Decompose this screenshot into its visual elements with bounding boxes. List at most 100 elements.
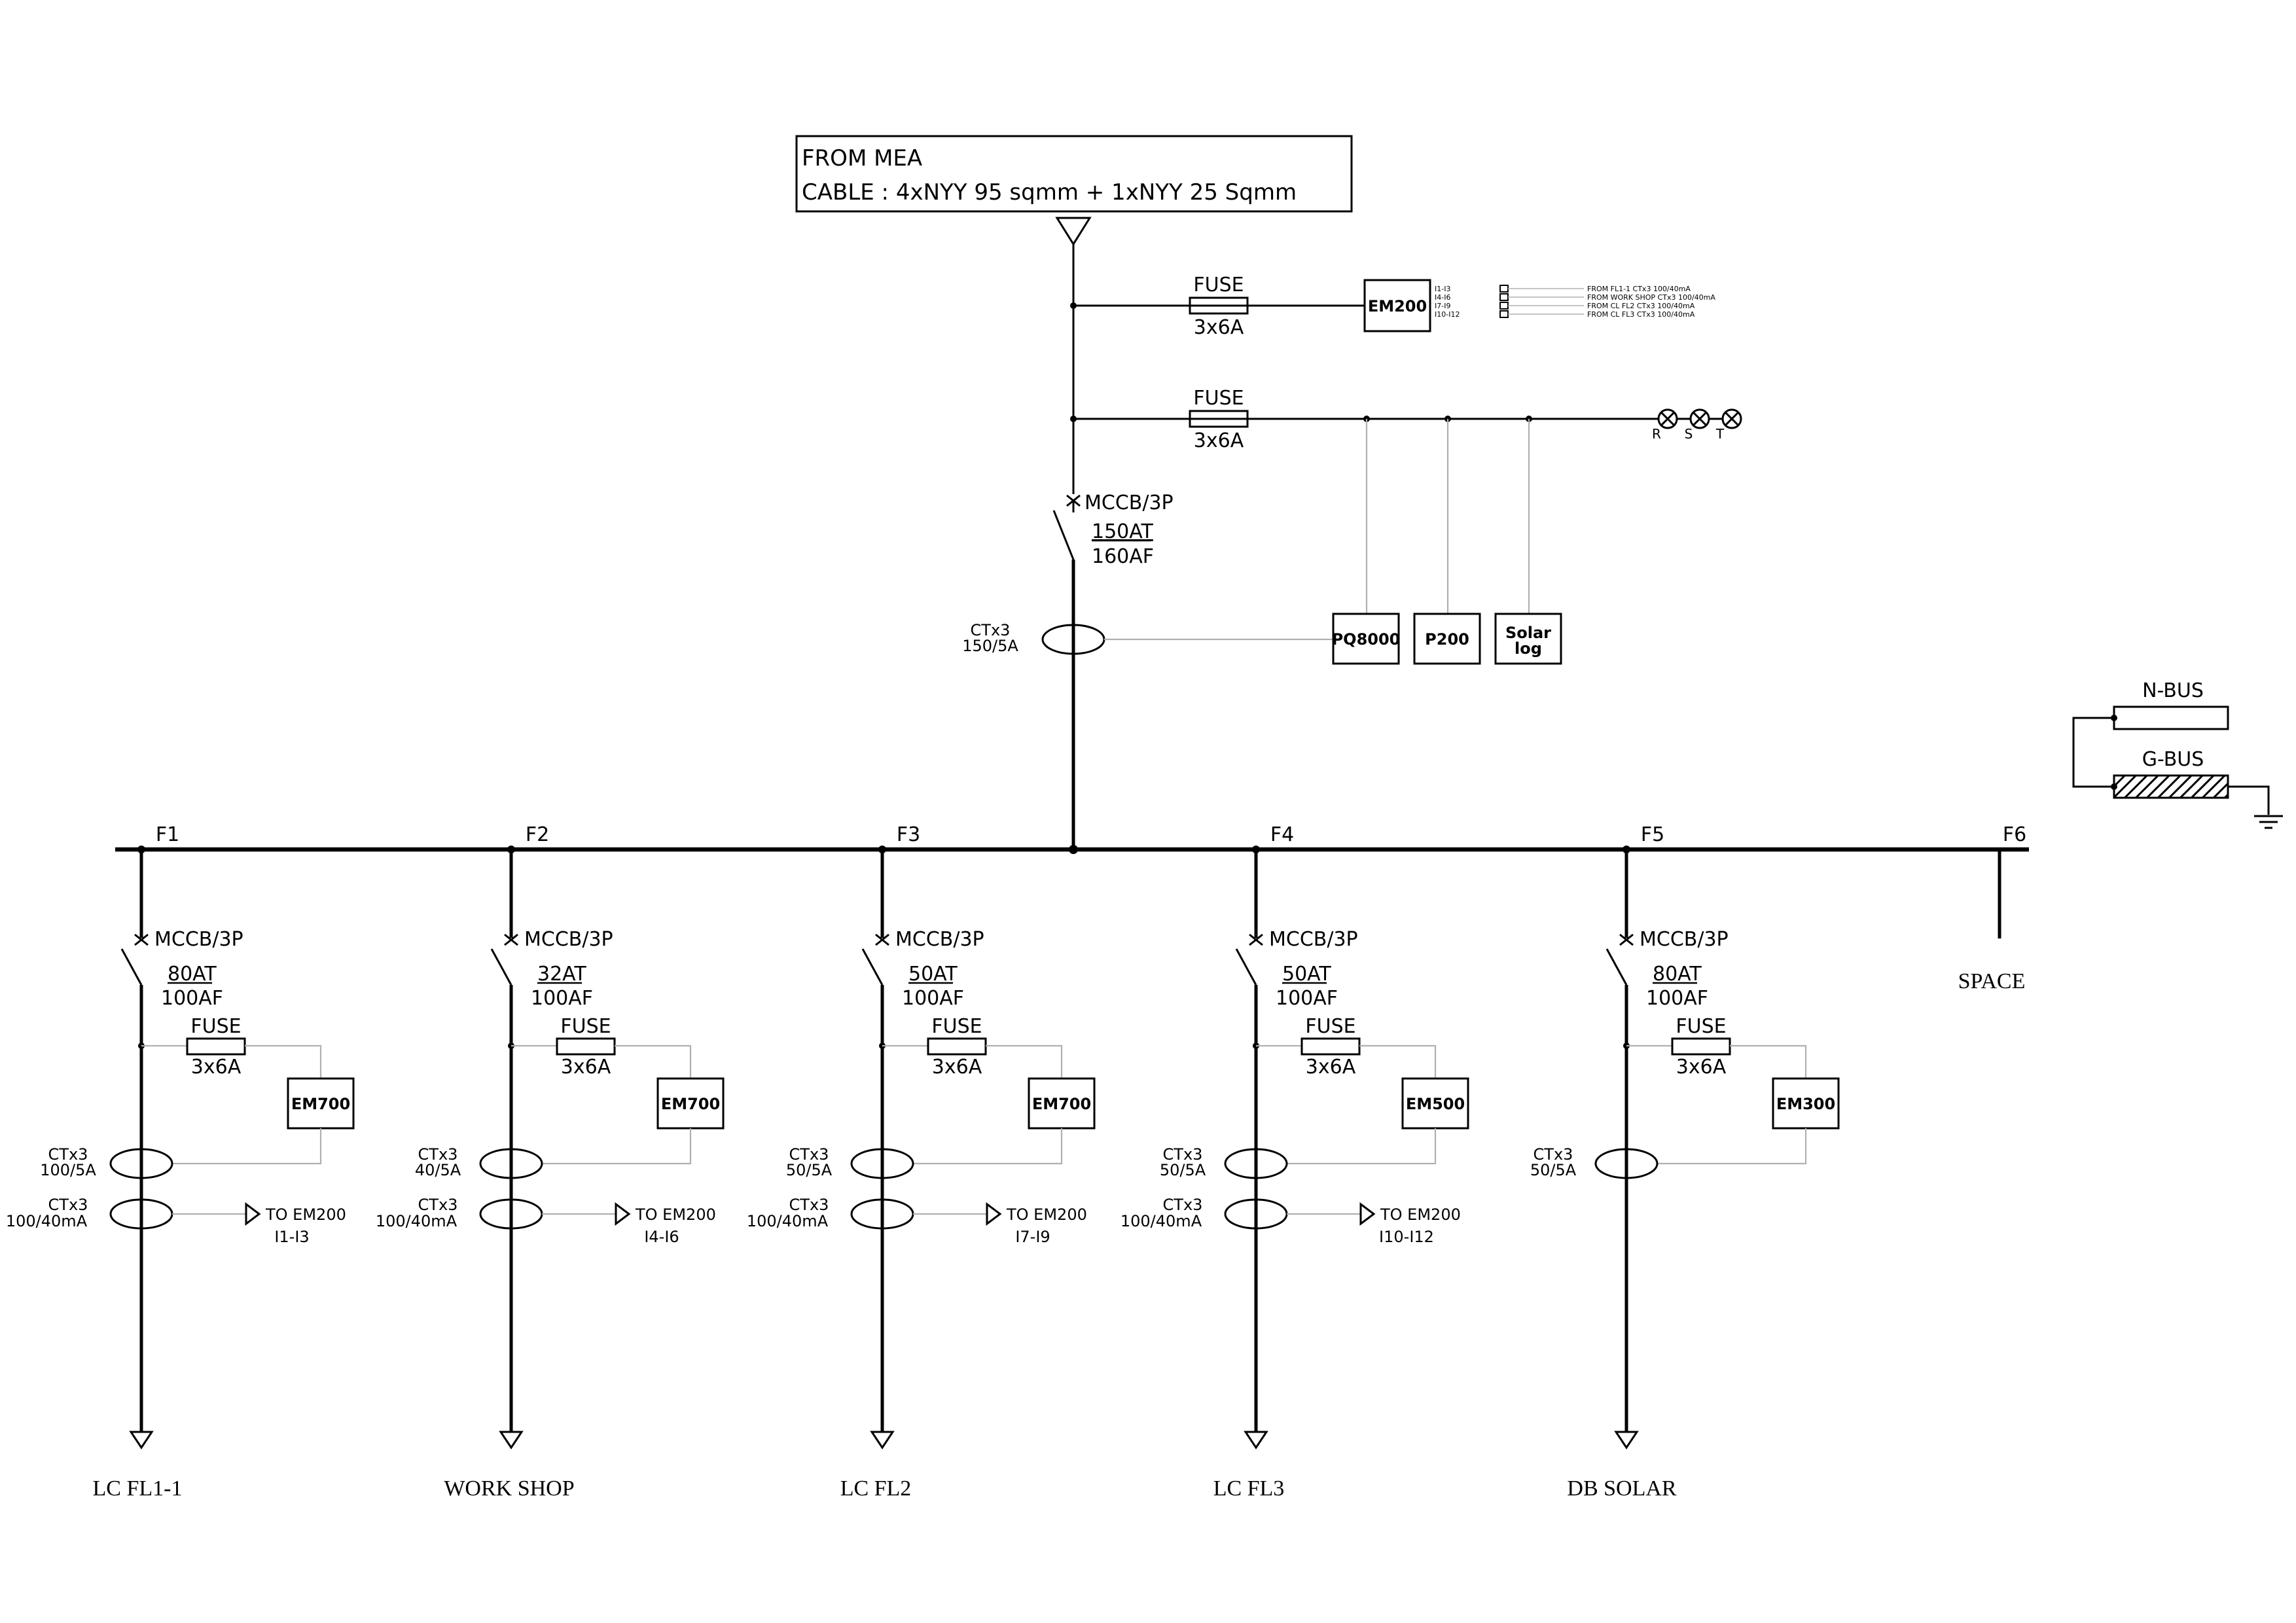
signal-destination: TO EM200	[635, 1205, 716, 1224]
current-transformer	[109, 1148, 173, 1179]
current-transformer	[1224, 1148, 1288, 1179]
source-line-1: FROM MEA	[802, 145, 922, 171]
meter-branch: FUSE 3x6A EM200 I1-I3 I4-I6 I7-I9 I10-I1…	[1070, 274, 1715, 339]
fuse-label: FUSE	[560, 1015, 611, 1038]
fuse-rating: 3x6A	[932, 1056, 982, 1079]
neutral-ground-bus: N-BUS G-BUS	[2072, 679, 2283, 829]
main-ct-ratio: 150/5A	[962, 637, 1018, 655]
fuse-symbol	[1300, 1037, 1361, 1056]
load-label: LC FL3	[1213, 1476, 1285, 1501]
load-label: LC FL2	[840, 1476, 912, 1501]
fuse-symbol	[556, 1037, 616, 1056]
breaker-type: MCCB/3P	[154, 928, 243, 951]
load-terminal-triangle	[1244, 1431, 1268, 1450]
energy-meter-label: EM300	[1776, 1095, 1835, 1113]
incoming-terminal-triangle	[1055, 217, 1092, 246]
fuse-rating: 3x6A	[1194, 429, 1244, 452]
ct-label: CTx3	[789, 1145, 829, 1164]
current-transformer	[1594, 1148, 1659, 1179]
feeder-f2: F2MCCB/3P32AT100AFFUSE3x6AEM700CTx340/5A…	[376, 823, 725, 1501]
svg-text:PQ8000: PQ8000	[1332, 630, 1401, 649]
fuse-rating: 3x6A	[1194, 316, 1244, 339]
ct-label: CTx3	[418, 1145, 458, 1164]
signal-destination: TO EM200	[265, 1205, 346, 1224]
em200-input-list: I1-I3 I4-I6 I7-I9 I10-I12 FROM FL1-1 CTx…	[1435, 285, 1715, 319]
g-bus-label: G-BUS	[2142, 748, 2204, 771]
lamp-label-t: T	[1715, 426, 1725, 442]
ct-label: CTx3	[1534, 1145, 1573, 1164]
pilot-lamp-t: T	[1715, 408, 1742, 442]
main-breaker-type: MCCB/3P	[1085, 491, 1174, 514]
main-ct: CTx3 150/5A	[962, 621, 1333, 655]
energy-meter-box	[287, 1077, 355, 1130]
energy-meter-label: EM700	[1032, 1095, 1091, 1113]
instrument-p200: P200	[1413, 613, 1481, 665]
svg-text:FROM FL1-1 CTx3 100/40mA: FROM FL1-1 CTx3 100/40mA	[1587, 285, 1691, 293]
fuse-label: FUSE	[190, 1015, 241, 1038]
energy-meter-label: EM700	[291, 1095, 350, 1113]
pilot-lamp-r: R	[1652, 408, 1678, 442]
signal-destination: TO EM200	[1006, 1205, 1087, 1224]
signal-destination: TO EM200	[1380, 1205, 1461, 1224]
main-breaker-frame: 160AF	[1092, 545, 1154, 568]
zct-ratio: 100/40mA	[1121, 1212, 1202, 1230]
breaker-frame: 100AF	[1646, 987, 1708, 1010]
ct-ratio: 50/5A	[1530, 1161, 1577, 1179]
load-label: DB SOLAR	[1567, 1476, 1677, 1501]
source-line-2: CABLE : 4xNYY 95 sqmm + 1xNYY 25 Sqmm	[802, 179, 1297, 205]
signal-inputs: I7-I9	[1015, 1228, 1050, 1246]
fuse-label: FUSE	[1193, 274, 1244, 296]
breaker-type: MCCB/3P	[1269, 928, 1358, 951]
g-bus-bar	[2113, 774, 2229, 799]
breaker-trip: 50AT	[908, 963, 958, 986]
feeder-f6-spare: F6 SPACE	[1958, 823, 2027, 993]
svg-text:I7-I9: I7-I9	[1435, 302, 1450, 310]
load-terminal-triangle	[1614, 1431, 1639, 1450]
source-box: FROM MEA CABLE : 4xNYY 95 sqmm + 1xNYY 2…	[795, 135, 1353, 213]
signal-inputs: I10-I12	[1379, 1228, 1434, 1246]
load-terminal-triangle	[499, 1431, 524, 1450]
feeder-f3: F3MCCB/3P50AT100AFFUSE3x6AEM700CTx350/5A…	[747, 823, 1096, 1501]
fuse-rating: 3x6A	[1306, 1056, 1356, 1079]
zct-label: CTx3	[418, 1196, 458, 1214]
current-transformer	[850, 1148, 914, 1179]
fuse-rating: 3x6A	[1676, 1056, 1727, 1079]
feeder-group: F1MCCB/3P80AT100AFFUSE3x6AEM700CTx3100/5…	[6, 823, 1840, 1501]
energy-meter-box	[656, 1077, 725, 1130]
main-ct-label: CTx3	[971, 621, 1011, 639]
signal-arrow-icon	[245, 1202, 261, 1226]
ct-ratio: 50/5A	[786, 1161, 833, 1179]
feeder-f5: F5MCCB/3P80AT100AFFUSE3x6AEM300CTx350/5A…	[1530, 823, 1840, 1501]
breaker-trip: 32AT	[537, 963, 586, 986]
signal-arrow-icon	[1359, 1202, 1376, 1226]
pilot-lamp-s: S	[1685, 408, 1710, 442]
main-breaker: MCCB/3P 150AT 160AF	[1052, 491, 1174, 568]
fuse-rating: 3x6A	[561, 1056, 611, 1079]
breaker-trip: 80AT	[168, 963, 217, 986]
breaker-type: MCCB/3P	[895, 928, 984, 951]
breaker-frame: 100AF	[161, 987, 223, 1010]
lamp-label-s: S	[1685, 426, 1693, 442]
zct-ratio: 100/40mA	[6, 1212, 88, 1230]
feeder-id: F3	[897, 823, 920, 846]
energy-meter-box	[1028, 1077, 1096, 1130]
svg-text:FROM WORK SHOP CTx3 100/40mA: FROM WORK SHOP CTx3 100/40mA	[1587, 293, 1715, 302]
fuse-label: FUSE	[1676, 1015, 1726, 1038]
breaker-type: MCCB/3P	[524, 928, 613, 951]
fuse-symbol	[1671, 1037, 1731, 1056]
zct-ratio: 100/40mA	[747, 1212, 829, 1230]
svg-text:FROM CL FL3 CTx3 100/40mA: FROM CL FL3 CTx3 100/40mA	[1587, 310, 1695, 319]
signal-arrow-icon	[615, 1202, 631, 1226]
feeder-id-f6: F6	[2003, 823, 2026, 846]
fuse-label: FUSE	[1305, 1015, 1355, 1038]
svg-text:P200: P200	[1425, 630, 1469, 649]
zct-label: CTx3	[1163, 1196, 1203, 1214]
svg-text:I10-I12: I10-I12	[1435, 310, 1460, 319]
svg-text:I1-I3: I1-I3	[1435, 285, 1450, 293]
fuse-rating: 3x6A	[191, 1056, 242, 1079]
